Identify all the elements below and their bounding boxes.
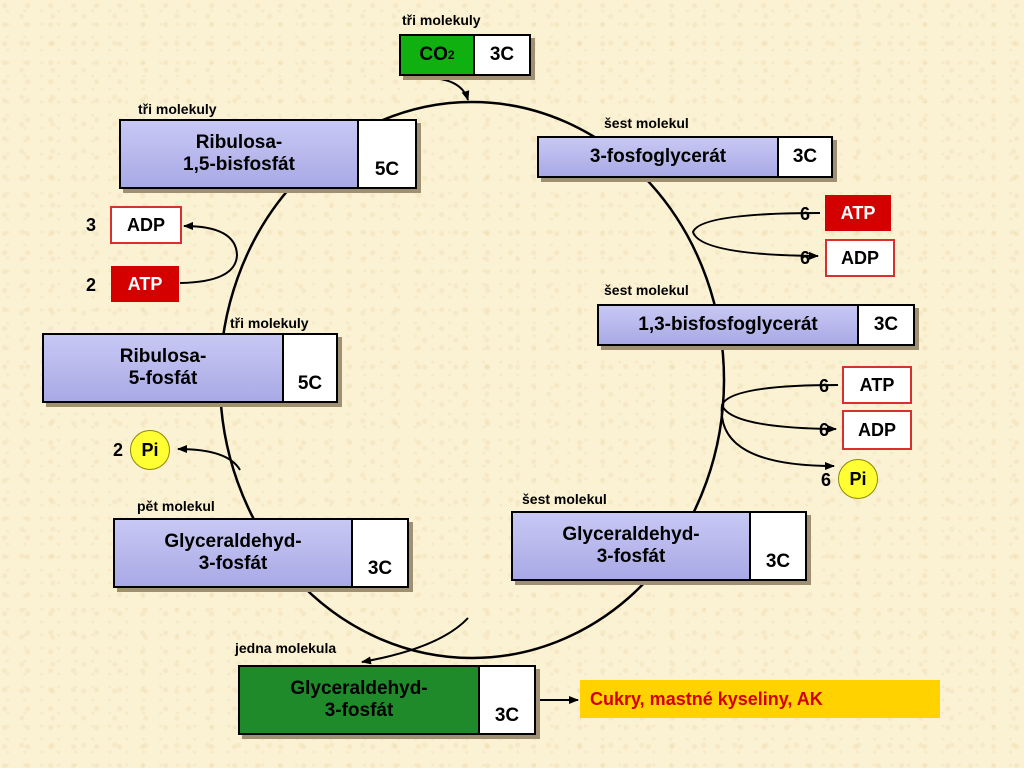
bpg-count-label: šest molekul bbox=[604, 282, 689, 298]
ru5p-name: Ribulosa-5-fosfát bbox=[44, 335, 284, 401]
atp-consumption-arrow-left bbox=[179, 222, 239, 284]
left-adp-count: 3 bbox=[86, 215, 97, 235]
co2-arrow bbox=[431, 77, 470, 101]
bpg-box: 1,3-bisfosfoglycerát 3C bbox=[597, 304, 915, 346]
g3p-out-box: Glyceraldehyd-3-fosfát 3C bbox=[238, 665, 536, 735]
pga-carbons: 3C bbox=[779, 138, 831, 176]
left-atp-badge: ATP bbox=[111, 266, 179, 302]
left-atp-count: 2 bbox=[86, 275, 97, 295]
left-adp-badge: ADP bbox=[110, 206, 182, 244]
rubp-box: Ribulosa-1,5-bisfosfát 5C bbox=[119, 119, 417, 189]
pi-release-arrow-left bbox=[177, 445, 241, 471]
g3p-right-count-label: šest molekul bbox=[522, 491, 607, 507]
r1-atp-badge: ATP bbox=[825, 195, 891, 231]
pga-name: 3-fosfoglycerát bbox=[539, 138, 779, 176]
atp-consumption-arrow-1 bbox=[691, 212, 821, 260]
g3p-out-count-label: jedna molekula bbox=[235, 640, 337, 656]
pga-box: 3-fosfoglycerát 3C bbox=[537, 136, 833, 178]
bpg-carbons: 3C bbox=[859, 306, 913, 344]
rubp-name: Ribulosa-1,5-bisfosfát bbox=[121, 121, 359, 187]
g3p-right-box: Glyceraldehyd-3-fosfát 3C bbox=[511, 511, 807, 581]
exit-arrow bbox=[361, 617, 469, 665]
r1-adp-badge: ADP bbox=[825, 239, 895, 277]
co2-count-label: tři molekuly bbox=[402, 12, 481, 28]
ru5p-count-label: tři molekuly bbox=[230, 315, 309, 331]
pga-count-label: šest molekul bbox=[604, 115, 689, 131]
r2-atp-badge: ATP bbox=[842, 366, 912, 404]
co2-carbons: 3C bbox=[475, 36, 529, 74]
r2-adp-count: 6 bbox=[819, 420, 830, 440]
g3p-out-carbons: 3C bbox=[480, 667, 534, 733]
g3p-left-box: Glyceraldehyd-3-fosfát 3C bbox=[113, 518, 409, 588]
g3p-left-carbons: 3C bbox=[353, 520, 407, 586]
pi-release-arrow-right bbox=[720, 404, 835, 470]
rubp-count-label: tři molekuly bbox=[138, 101, 217, 117]
r1-atp-count: 6 bbox=[800, 204, 811, 224]
g3p-left-name: Glyceraldehyd-3-fosfát bbox=[115, 520, 353, 586]
left-pi-badge: Pi bbox=[130, 430, 170, 470]
g3p-left-count-label: pět molekul bbox=[137, 498, 215, 514]
ru5p-carbons: 5C bbox=[284, 335, 336, 401]
bpg-name: 1,3-bisfosfoglycerát bbox=[599, 306, 859, 344]
g3p-right-name: Glyceraldehyd-3-fosfát bbox=[513, 513, 751, 579]
r2-atp-count: 6 bbox=[819, 376, 830, 396]
g3p-right-carbons: 3C bbox=[751, 513, 805, 579]
r2-pi-count: 6 bbox=[821, 470, 832, 490]
g3p-out-name: Glyceraldehyd-3-fosfát bbox=[240, 667, 480, 733]
ru5p-box: Ribulosa-5-fosfát 5C bbox=[42, 333, 338, 403]
r2-pi-badge: Pi bbox=[838, 459, 878, 499]
r2-adp-badge: ADP bbox=[842, 410, 912, 450]
r1-adp-count: 6 bbox=[800, 248, 811, 268]
rubp-carbons: 5C bbox=[359, 121, 415, 187]
left-pi-count: 2 bbox=[113, 440, 124, 460]
products-box: Cukry, mastné kyseliny, AK bbox=[580, 680, 940, 718]
